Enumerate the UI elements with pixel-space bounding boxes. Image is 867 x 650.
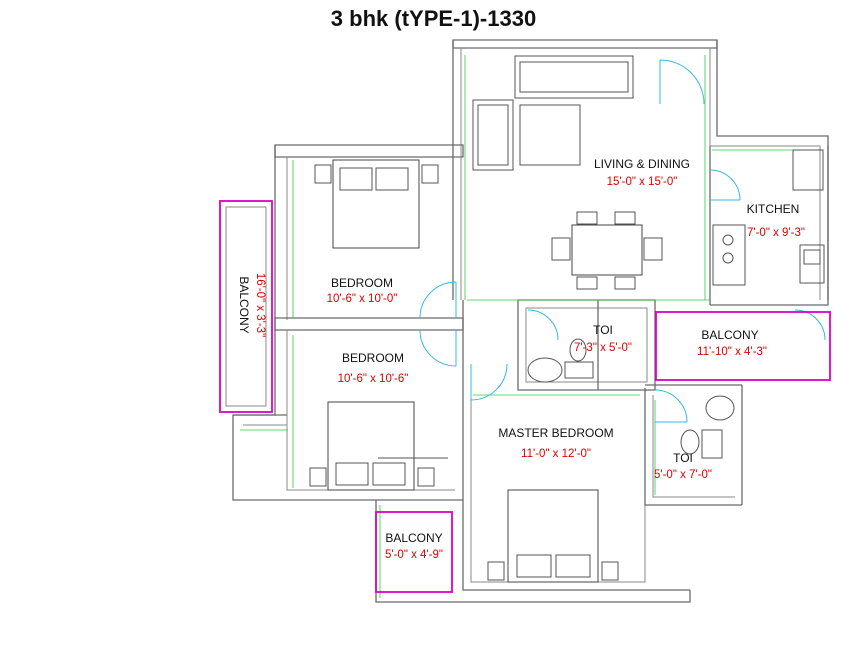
- toi1-size: 7'-3" x 5'-0": [574, 342, 632, 354]
- living-furniture: [472, 55, 663, 290]
- master-furniture: [487, 489, 619, 583]
- master-label: MASTER BEDROOM: [498, 426, 613, 440]
- plan-title: 3 bhk (tYPE-1)-1330: [330, 6, 537, 31]
- balcony-bottom-outline: [375, 511, 453, 593]
- bedroom2-furniture: [309, 401, 448, 491]
- master-size: 11'-0" x 12'-0": [521, 448, 591, 460]
- toi2-size: 5'-0" x 7'-0": [654, 469, 712, 481]
- kitchen-label: KITCHEN: [747, 202, 800, 216]
- toi2-label: TOI: [673, 451, 693, 465]
- living-size: 15'-0" x 15'-0": [607, 176, 678, 188]
- kitchen-size: 7'-0" x 9'-3": [747, 227, 805, 239]
- bedroom1-label: BEDROOM: [331, 276, 393, 290]
- bedroom1-size: 10'-6" x 10'-0": [327, 293, 398, 305]
- bedroom1-furniture: [314, 159, 439, 249]
- bedroom2-size: 10'-6" x 10'-6": [338, 373, 409, 385]
- living-label: LIVING & DINING: [594, 157, 690, 171]
- balcony-bottom-size: 5'-0" x 4'-9": [385, 549, 443, 561]
- bedroom2-label: BEDROOM: [342, 351, 404, 365]
- balcony-right-label: BALCONY: [701, 328, 758, 342]
- balcony-right-outline: [655, 311, 831, 381]
- balcony-bottom-label: BALCONY: [385, 531, 442, 545]
- balcony-left-size: 16'-0" x 3'-3": [254, 273, 266, 337]
- room-labels: LIVING & DINING 15'-0" x 15'-0" KITCHEN …: [237, 157, 805, 561]
- kitchen-furniture: [712, 149, 825, 286]
- inner-lines: [240, 55, 820, 598]
- balconies: [219, 200, 831, 593]
- doors: [419, 59, 826, 423]
- balcony-left-label: BALCONY: [237, 276, 251, 333]
- balcony-right-size: 11'-10" x 4'-3": [697, 346, 767, 358]
- toi1-label: TOI: [593, 323, 613, 337]
- toilet-fixtures: [527, 338, 735, 459]
- balcony-left-outline: [219, 200, 273, 413]
